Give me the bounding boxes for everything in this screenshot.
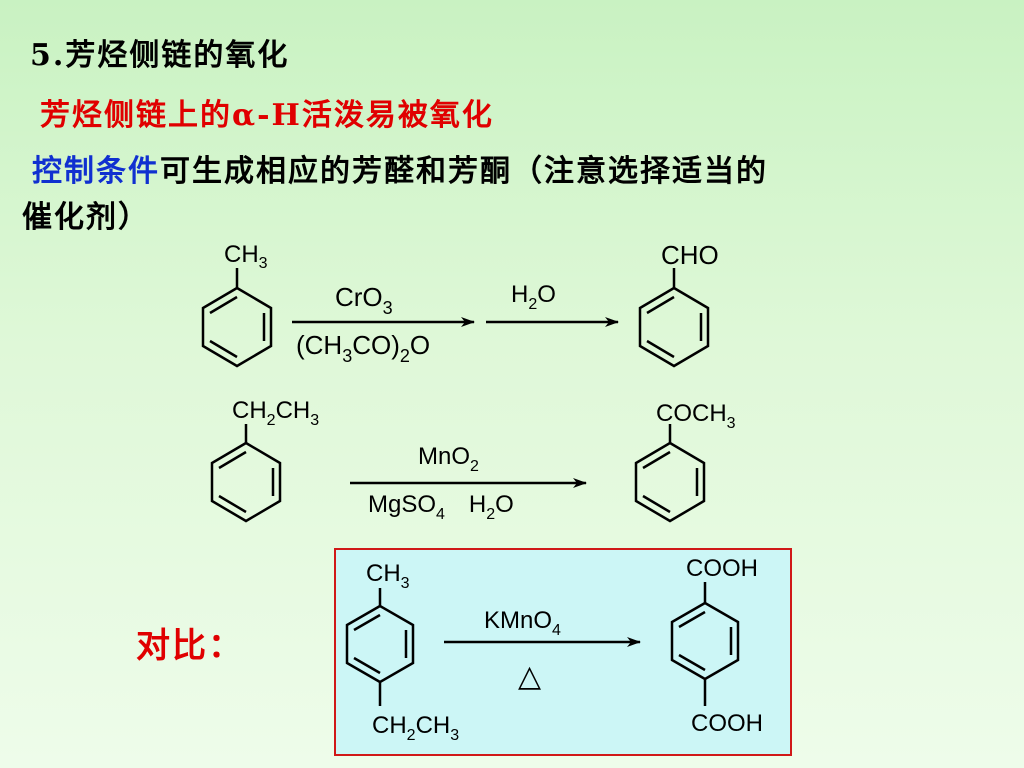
toluene-ring xyxy=(201,268,273,368)
alpha-symbol: α xyxy=(232,98,258,133)
ethylbenzene-label: CH2CH3 xyxy=(232,397,319,429)
reagent-kmno4: KMnO4 xyxy=(484,607,561,639)
section-title: 芳烃侧链的氧化 xyxy=(65,38,290,73)
alpha-h-statement: 芳烃侧链上的α-H活泼易被氧化 xyxy=(40,90,494,134)
section-number: 5. xyxy=(30,38,66,73)
condition-rest-text: 可生成相应的芳醛和芳酮（注意选择适当的 xyxy=(160,154,768,189)
product-cooh-bottom-label: COOH xyxy=(691,710,763,737)
heat-symbol: △ xyxy=(518,660,541,693)
comparison-box xyxy=(334,548,792,756)
benzaldehyde-cho-label: CHO xyxy=(661,240,719,270)
condition-statement: 控制条件可生成相应的芳醛和芳酮（注意选择适当的 xyxy=(32,146,768,190)
ethylbenzene-ring xyxy=(210,424,282,523)
benzaldehyde-ring xyxy=(638,268,710,368)
statement-suffix: -H活泼易被氧化 xyxy=(257,98,494,133)
condition-statement-cont: 催化剂） xyxy=(22,200,150,235)
terephthalic-acid-ring xyxy=(670,582,740,706)
reagent-cro3: CrO3 xyxy=(335,282,393,318)
toluene-ch3-label: CH3 xyxy=(224,241,268,272)
section-heading: 5.芳烃侧链的氧化 xyxy=(30,30,289,74)
comparison-ethyl-label: CH2CH3 xyxy=(372,712,459,744)
acetophenone-label: COCH3 xyxy=(656,400,736,432)
comparison-ch3-label: CH3 xyxy=(366,560,410,592)
comparison-label: 对比： xyxy=(136,626,244,666)
reagent-acetic-anhydride: (CH3CO)2O xyxy=(296,330,430,366)
ethyltoluene-ring xyxy=(345,588,415,706)
statement-prefix: 芳烃侧链上的 xyxy=(40,98,232,133)
control-condition-text: 控制条件 xyxy=(32,154,160,189)
product-cooh-top-label: COOH xyxy=(686,555,758,582)
reagent-water-1: H2O xyxy=(511,281,556,313)
acetophenone-ring xyxy=(634,424,706,523)
reagent-mno2: MnO2 xyxy=(418,443,479,475)
